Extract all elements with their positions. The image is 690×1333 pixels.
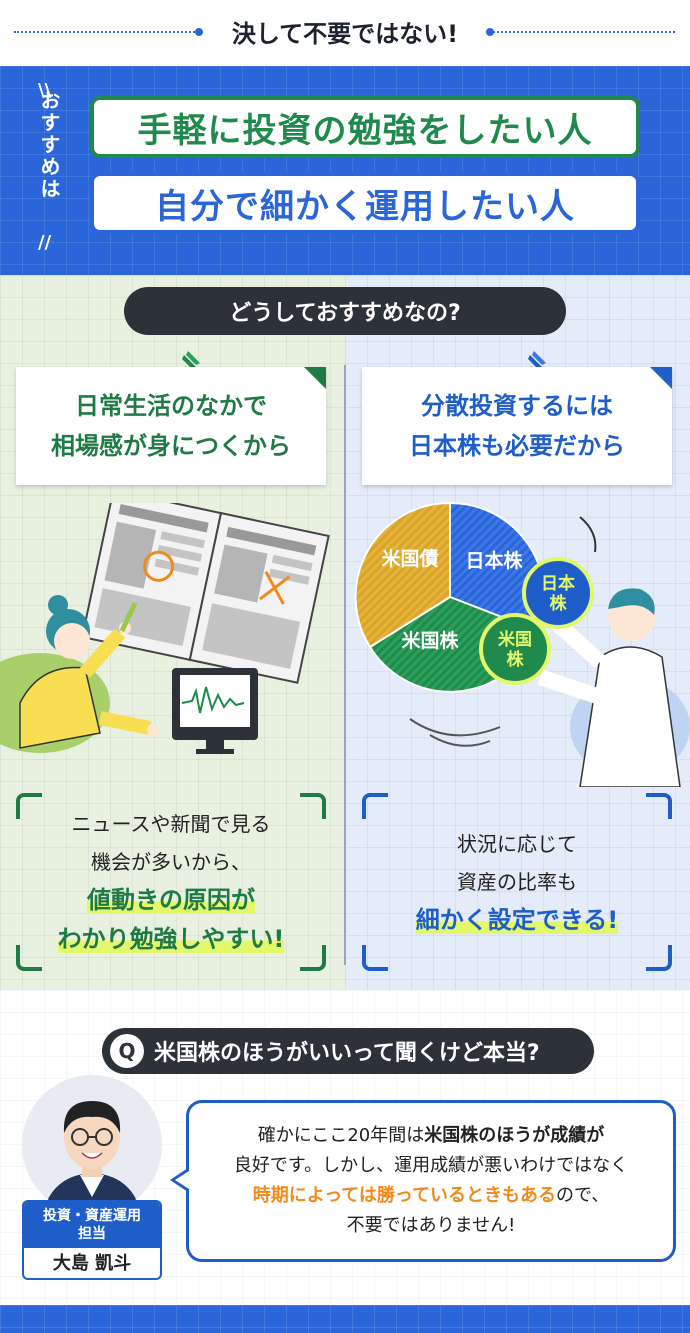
question-icon: Q: [110, 1034, 144, 1068]
detail-highlight-1: 値動きの原因が: [87, 886, 255, 914]
pie-label-us-stock: 米国株: [401, 629, 459, 652]
advisor-role: 投資・資産運用 担当: [24, 1202, 160, 1248]
reason-detail-right: 状況に応じて 資産の比率も 細かく設定できる!: [362, 793, 672, 971]
card-corner-fold: [304, 367, 326, 389]
answer-highlight: 時期によっては勝っているときもある: [252, 1185, 557, 1206]
reason-card-line-2: 日本株も必要だから: [409, 432, 625, 460]
question-text: 米国株のほうがいいって聞くけど本当?: [154, 1041, 540, 1066]
kicker-dotted-line-left: [14, 28, 203, 36]
detail-line-2: 資産の比率も: [457, 869, 577, 894]
kicker-dotted-line-right: [486, 28, 675, 36]
reason-card-line-2: 相場感が身につくから: [51, 432, 291, 460]
bracket-corner: [300, 945, 326, 971]
advisor-role-line-1: 投資・資産運用: [43, 1208, 141, 1224]
card-corner-fold: [650, 367, 672, 389]
answer-line-1a: 確かにここ20年間は: [257, 1125, 425, 1146]
bracket-corner: [362, 945, 388, 971]
bracket-corner: [300, 793, 326, 819]
slash-decoration-top: \\: [38, 80, 52, 101]
detail-highlight-2: わかり勉強しやすい!: [57, 925, 285, 953]
answer-line-3b: ので、: [556, 1185, 610, 1206]
recommend-pill-study: 手軽に投資の勉強をしたい人: [90, 96, 640, 158]
advisor-role-line-2: 担当: [78, 1226, 106, 1242]
bracket-corner: [646, 945, 672, 971]
answer-line-1b: 米国株のほうが成績が: [424, 1125, 605, 1146]
slash-decoration-bottom: //: [38, 232, 52, 253]
footer-band: [0, 1305, 690, 1333]
coin-label-japan-line-2: 株: [550, 593, 568, 614]
detail-highlight-1: 細かく設定できる!: [415, 905, 619, 934]
detail-line-1: 状況に応じて: [457, 831, 577, 856]
advisor-avatar: [22, 1075, 162, 1215]
column-divider: [344, 365, 346, 965]
why-banner: どうしておすすめなの?: [124, 287, 566, 335]
reason-detail-left: ニュースや新聞で見る 機会が多いから、 値動きの原因が わかり勉強しやすい!: [16, 793, 326, 971]
reason-card-line-1: 分散投資するには: [421, 392, 613, 420]
bracket-corner: [16, 945, 42, 971]
reason-card-line-1: 日常生活のなかで: [75, 392, 267, 420]
reason-card-diversification: 分散投資するには 日本株も必要だから: [362, 367, 672, 485]
coin-label-us-line-1: 米国: [498, 629, 532, 650]
qa-section: Q 米国株のほうがいいって聞くけど本当? 投資・資産運用 担当 大島 凱斗 確か…: [0, 990, 690, 1333]
answer-speech-bubble: 確かにここ20年間は米国株のほうが成績が 良好です。しかし、運用成績が悪いわけで…: [186, 1100, 676, 1262]
bracket-corner: [16, 793, 42, 819]
coin-label-us-line-2: 株: [507, 649, 525, 670]
bracket-corner: [646, 793, 672, 819]
detail-line-1: ニュースや新聞で見る: [71, 812, 271, 836]
pie-label-japan: 日本株: [465, 549, 523, 572]
advisor-name: 大島 凱斗: [52, 1253, 132, 1274]
pie-label-us-bond: 米国債: [381, 547, 438, 570]
advisor-nameplate: 投資・資産運用 担当 大島 凱斗: [22, 1200, 162, 1280]
answer-line-2: 良好です。しかし、運用成績が悪いわけではなく: [233, 1155, 629, 1176]
newspaper-reading-illustration: [0, 503, 330, 754]
recommend-pill-manage: 自分で細かく運用したい人: [90, 172, 640, 234]
reason-card-daily-life: 日常生活のなかで 相場感が身につくから: [16, 367, 326, 485]
advisor-portrait-icon: [22, 1075, 162, 1215]
bracket-corner: [362, 793, 388, 819]
detail-line-2: 機会が多いから、: [91, 850, 251, 874]
why-section: どうしておすすめなの? 日常生活のなかで 相場感が身につくから 分散投資するには…: [0, 275, 690, 990]
speech-bubble-tail-inner: [175, 1171, 189, 1189]
answer-line-4: 不要ではありません!: [346, 1215, 516, 1236]
kicker-text: 決して不要ではない!: [231, 20, 459, 48]
question-banner: Q 米国株のほうがいいって聞くけど本当?: [102, 1028, 594, 1074]
coin-label-japan-line-1: 日本: [541, 573, 575, 594]
hero-top-strip: [0, 0, 690, 66]
recommend-label: おすすめは: [37, 90, 61, 200]
portfolio-pie-illustration: 日本株 米国債 米国株 日本 株 米国 株: [354, 501, 690, 787]
